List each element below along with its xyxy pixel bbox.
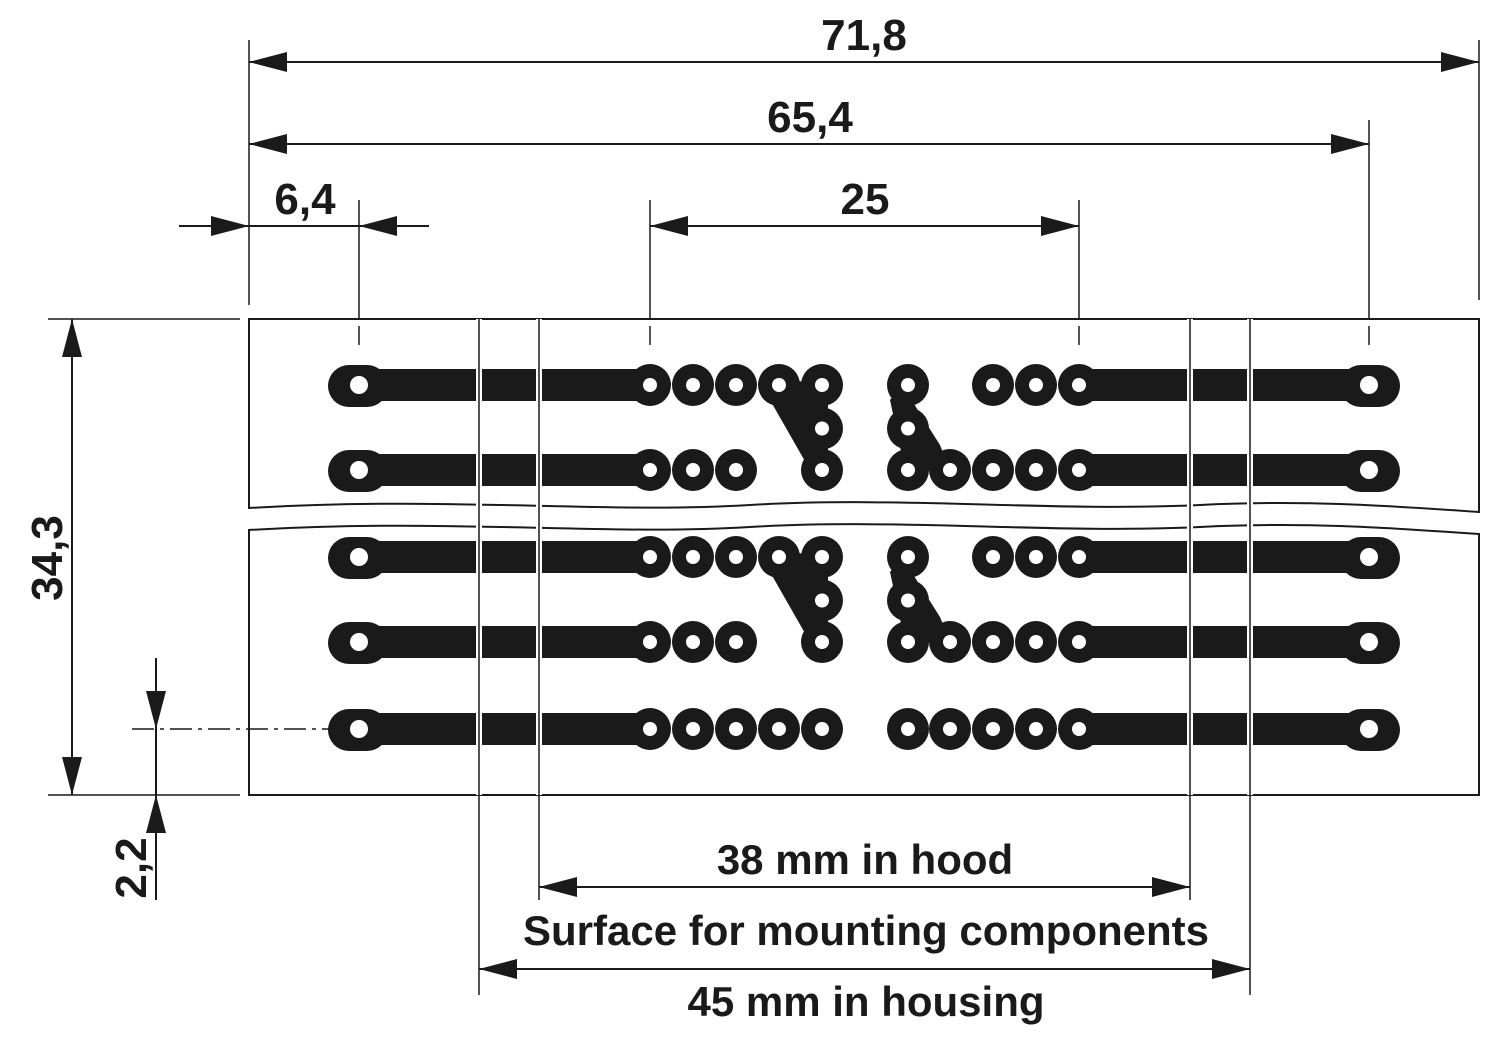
drill-hole (643, 635, 657, 649)
drill-hole (986, 378, 1000, 392)
drill-hole (986, 463, 1000, 477)
drill-hole (986, 550, 1000, 564)
dimension-height: 34,3 (23, 319, 82, 795)
drill-hole (1360, 633, 1378, 651)
drill-hole (1029, 463, 1043, 477)
drill-hole (986, 635, 1000, 649)
drill-hole (815, 722, 829, 736)
drill-hole (643, 550, 657, 564)
drill-hole (686, 463, 700, 477)
drill-hole (350, 548, 368, 566)
drill-hole (1072, 722, 1086, 736)
drill-hole (729, 635, 743, 649)
dimension-housing: 45 mm in housing (479, 959, 1250, 1025)
drill-hole (686, 722, 700, 736)
drill-hole (1360, 376, 1378, 394)
dimension-center-span-value: 25 (841, 175, 890, 224)
drill-hole (943, 635, 957, 649)
dimension-center-span: 25 (650, 175, 1079, 236)
drill-hole (686, 550, 700, 564)
drill-hole (686, 635, 700, 649)
drill-hole (350, 720, 368, 738)
drill-hole (986, 722, 1000, 736)
drill-hole (1360, 720, 1378, 738)
dimension-overall-width: 71,8 (249, 11, 1479, 72)
drill-hole (1072, 463, 1086, 477)
dimension-pitch-span: 65,4 (249, 93, 1369, 154)
drill-hole (350, 461, 368, 479)
drill-hole (815, 378, 829, 392)
drill-hole (729, 722, 743, 736)
drill-hole (1360, 548, 1378, 566)
drill-hole (901, 722, 915, 736)
dimension-edge-offset-value: 6,4 (274, 175, 336, 224)
copper-traces (328, 364, 1400, 751)
drill-hole (901, 378, 915, 392)
drill-hole (643, 378, 657, 392)
drill-hole (901, 550, 915, 564)
drill-hole (350, 376, 368, 394)
drill-hole (350, 633, 368, 651)
dimension-hood: 38 mm in hood (539, 836, 1190, 897)
drill-hole (1029, 550, 1043, 564)
dimension-overall-width-value: 71,8 (821, 11, 907, 60)
drill-hole (815, 550, 829, 564)
drill-hole (643, 463, 657, 477)
hood-label: 38 mm in hood (717, 836, 1013, 883)
drill-hole (815, 421, 829, 436)
drill-hole (643, 722, 657, 736)
housing-label: 45 mm in housing (687, 978, 1044, 1025)
drill-hole (729, 463, 743, 477)
dimension-bottom-offset: 2,2 (107, 658, 330, 900)
drill-hole (1029, 722, 1043, 736)
board-outline (248, 318, 1480, 796)
drill-hole (1072, 378, 1086, 392)
dimension-pitch-span-value: 65,4 (767, 93, 853, 142)
surface-label: Surface for mounting components (523, 907, 1209, 954)
drill-hole (772, 722, 786, 736)
drill-hole (729, 550, 743, 564)
dimension-height-value: 34,3 (23, 515, 72, 601)
drill-hole (1072, 550, 1086, 564)
drill-hole (943, 463, 957, 477)
drill-hole (1072, 635, 1086, 649)
drill-hole (901, 635, 915, 649)
area-lines (476, 319, 1253, 995)
drill-hole (901, 463, 915, 477)
drill-hole (686, 378, 700, 392)
dimension-bottom-offset-value: 2,2 (107, 837, 156, 898)
drill-hole (1029, 378, 1043, 392)
drill-hole (901, 593, 915, 608)
dimension-edge-offset: 6,4 (179, 175, 429, 236)
drill-hole (729, 378, 743, 392)
drill-hole (815, 635, 829, 649)
drill-hole (901, 421, 915, 436)
drill-hole (772, 378, 786, 392)
drill-hole (772, 550, 786, 564)
drill-hole (815, 593, 829, 608)
drill-hole (1360, 461, 1378, 479)
drill-hole (1029, 635, 1043, 649)
drill-hole (815, 463, 829, 477)
drill-hole (943, 722, 957, 736)
